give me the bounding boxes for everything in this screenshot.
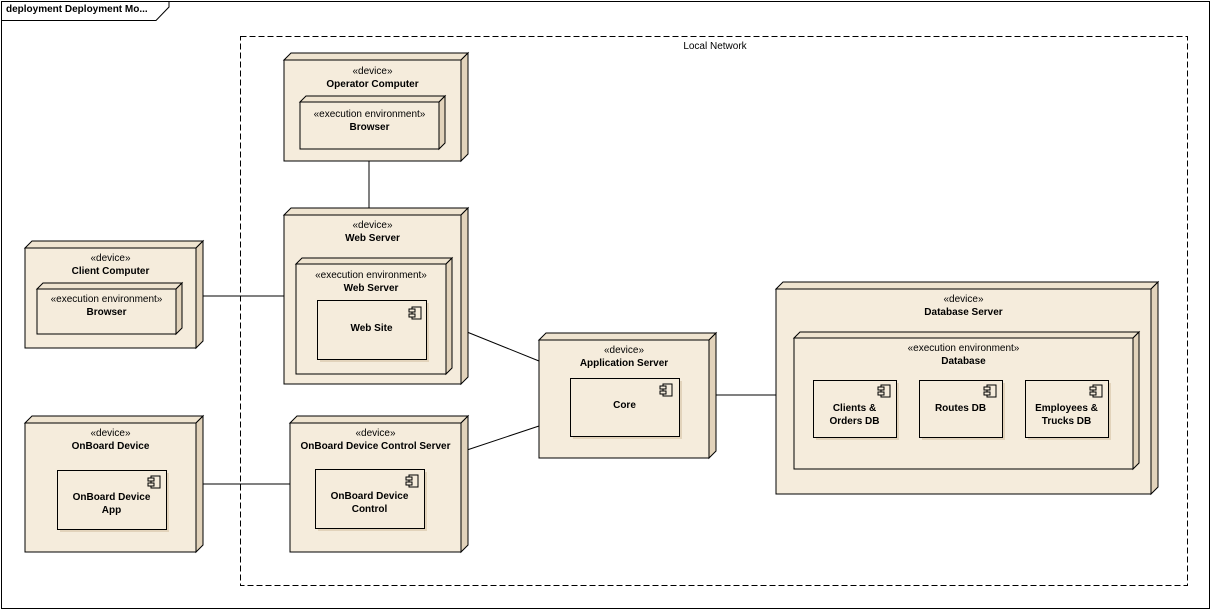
component-routes-db[interactable] <box>919 380 1006 441</box>
component-employees-trucks-db[interactable] <box>1025 380 1112 441</box>
env-client-browser[interactable] <box>35 281 184 336</box>
env-name: Browser <box>86 307 127 318</box>
component-name-line1: Clients & <box>832 403 877 414</box>
connector-controlserver-appserver <box>460 425 540 453</box>
component-name: Web Site <box>350 323 393 334</box>
node-application-server[interactable] <box>537 331 718 460</box>
node-client-computer[interactable] <box>23 239 205 350</box>
stereotype-label: «execution environment» <box>313 109 426 120</box>
component-onboard-device-app[interactable] <box>57 470 170 533</box>
env-name: Web Server <box>343 283 399 294</box>
node-database-server[interactable] <box>774 280 1160 496</box>
component-name-line2: Trucks DB <box>1041 416 1092 427</box>
title-tab <box>1 1 170 21</box>
component-name-line2: Orders DB <box>829 416 880 427</box>
component-name-line2: Control <box>351 504 388 515</box>
stereotype-label: «device» <box>352 66 393 77</box>
component-name-line1: Employees & <box>1035 403 1098 414</box>
local-network-label: Local Network <box>683 41 747 52</box>
node-operator-computer[interactable] <box>282 51 470 163</box>
local-network-boundary <box>240 36 1188 586</box>
node-name: OnBoard Device <box>71 441 150 452</box>
stereotype-label: «device» <box>90 428 131 439</box>
component-core[interactable] <box>570 378 683 440</box>
component-clients-orders-db[interactable] <box>813 380 900 441</box>
stereotype-label: «device» <box>352 220 393 231</box>
stereotype-label: «execution environment» <box>315 270 427 281</box>
env-operator-browser[interactable] <box>298 94 447 151</box>
node-name: OnBoard Device Control Server <box>300 441 451 452</box>
stereotype-label: «execution environment» <box>50 294 163 305</box>
connectors <box>203 161 776 485</box>
node-name: Application Server <box>579 358 669 369</box>
node-web-server[interactable] <box>282 206 470 386</box>
component-name-line1: OnBoard Device <box>330 491 409 502</box>
node-name: Operator Computer <box>326 79 419 90</box>
component-onboard-device-control[interactable] <box>315 469 428 532</box>
node-onboard-device[interactable] <box>23 414 205 554</box>
component-name-line2: App <box>101 505 122 516</box>
component-web-site[interactable] <box>317 300 430 363</box>
stereotype-label: «execution environment» <box>907 343 1020 354</box>
connector-webserver-appserver <box>466 331 540 362</box>
node-name: Web Server <box>345 233 400 244</box>
node-onboard-control-server[interactable] <box>288 414 470 554</box>
component-name: Core <box>613 400 636 411</box>
env-name: Database <box>941 356 986 367</box>
stereotype-label: «device» <box>355 428 396 439</box>
node-name: Client Computer <box>71 266 150 277</box>
diagram-title: deployment Deployment Mo... <box>6 4 148 15</box>
stereotype-label: «device» <box>943 294 984 305</box>
stereotype-label: «device» <box>603 345 645 356</box>
component-name-line1: OnBoard Device <box>72 492 151 503</box>
env-name: Browser <box>349 122 390 133</box>
component-name-line1: Routes DB <box>934 403 987 414</box>
stereotype-label: «device» <box>90 253 131 264</box>
node-name: Database Server <box>924 307 1003 318</box>
